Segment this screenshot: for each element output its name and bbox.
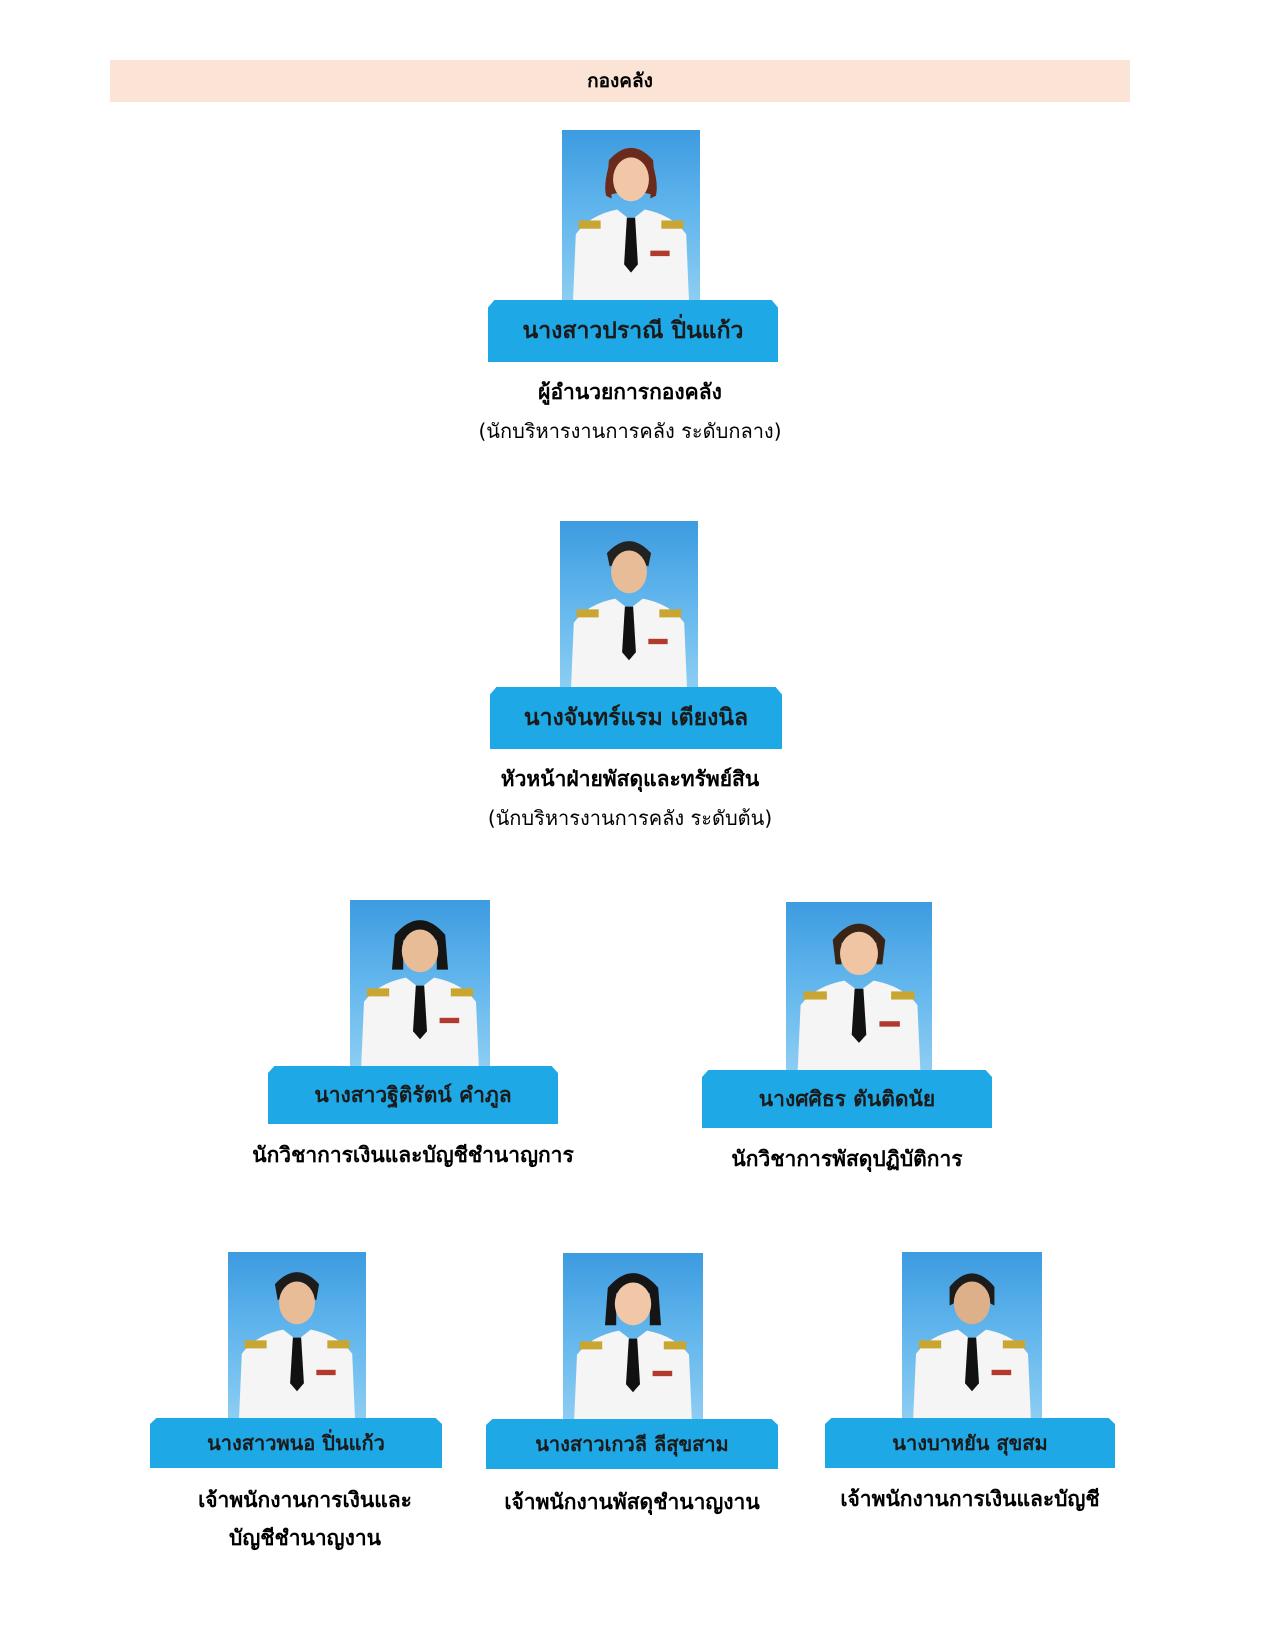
position-title: นักวิชาการเงินและบัญชีชำนาญการ <box>252 1143 574 1167</box>
position-level: (นักบริหารงานการคลัง ระดับกลาง) <box>478 419 782 443</box>
person-name: นางบาหยัน สุขสม <box>892 1431 1048 1455</box>
portrait-photo <box>563 1253 703 1419</box>
person-portrait-icon <box>571 541 687 687</box>
position-title: ผู้อำนวยการกองคลัง <box>538 380 722 404</box>
name-plate: นางศศิธร ตันติดนัย <box>702 1070 992 1128</box>
name-plate: นางสาวปราณี ปิ่นแก้ว <box>488 300 778 362</box>
person-name: นางจันทร์แรม เตียงนิล <box>523 705 749 731</box>
portrait-photo <box>228 1252 366 1418</box>
portrait-photo <box>350 900 490 1066</box>
position-title: เจ้าพนักงานการเงินและ <box>198 1488 412 1512</box>
page-title: กองคลัง <box>587 70 653 92</box>
person-name: นางสาวปราณี ปิ่นแก้ว <box>522 318 744 344</box>
page-header: กองคลัง <box>110 60 1130 102</box>
name-plate: นางสาวเกวลี ลีสุขสาม <box>486 1419 778 1469</box>
position-title: หัวหน้าฝ่ายพัสดุและทรัพย์สิน <box>500 767 760 791</box>
person-portrait-icon <box>574 1273 692 1419</box>
person-portrait-icon <box>361 920 479 1066</box>
name-plate: นางบาหยัน สุขสม <box>825 1418 1115 1468</box>
portrait-photo <box>786 902 932 1070</box>
person-name: นางสาวเกวลี ลีสุขสาม <box>535 1432 729 1456</box>
person-portrait-icon <box>797 923 921 1070</box>
person-name: นางสาวพนอ ปิ่นแก้ว <box>207 1431 385 1455</box>
person-portrait-icon <box>573 147 689 300</box>
portrait-photo <box>560 521 698 687</box>
portrait-photo <box>562 130 700 300</box>
name-plate: นางจันทร์แรม เตียงนิล <box>490 687 782 749</box>
name-plate: นางสาวฐิติรัตน์ คำภูล <box>268 1066 558 1124</box>
person-name: นางสาวฐิติรัตน์ คำภูล <box>314 1082 512 1107</box>
position-title: นักวิชาการพัสดุปฏิบัติการ <box>731 1147 963 1171</box>
person-name: นางศศิธร ตันติดนัย <box>758 1086 936 1111</box>
portrait-photo <box>902 1252 1042 1418</box>
position-title: เจ้าพนักงานการเงินและบัญชี <box>840 1487 1100 1511</box>
position-title-line-2: บัญชีชำนาญงาน <box>229 1526 381 1550</box>
name-plate: นางสาวพนอ ปิ่นแก้ว <box>150 1418 442 1468</box>
position-title: เจ้าพนักงานพัสดุชำนาญงาน <box>504 1490 760 1514</box>
position-level: (นักบริหารงานการคลัง ระดับต้น) <box>487 806 773 830</box>
person-portrait-icon <box>239 1272 355 1418</box>
person-portrait-icon <box>913 1273 1031 1418</box>
